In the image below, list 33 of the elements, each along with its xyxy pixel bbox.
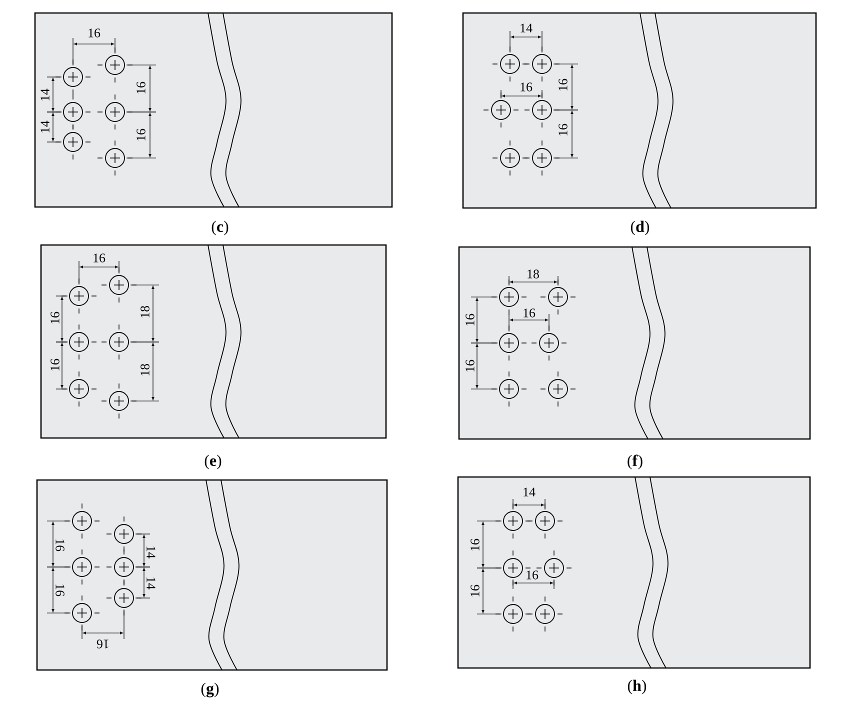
dimension-label: 14 [40,120,50,132]
dimension-label: 14 [146,546,156,558]
dimension-label: 16 [470,584,480,596]
panel-caption: (c) [212,220,228,236]
dimension-label: 16 [526,570,538,580]
dimension-label: 16 [56,540,64,552]
dimension-label: 16 [520,82,532,92]
dimension-label: 16 [94,254,106,262]
dimension-label: 16 [50,358,60,370]
panel-caption: (f) [628,454,642,470]
dimension-label: 16 [136,82,146,94]
dimension-label: 18 [528,270,540,278]
dimension-label: 16 [56,584,64,596]
dimension-label: 14 [520,24,532,32]
dimension-label: 16 [88,28,100,38]
panel-caption: (e) [204,454,222,470]
panel-caption: (g) [201,682,219,698]
panel-caption: (d) [630,220,650,236]
dimension-label: 14 [146,578,156,590]
dimension-label: 16 [50,312,60,324]
dimension-label: 16 [558,124,568,136]
dimension-label: 16 [470,538,480,550]
dimension-label: 18 [140,364,150,376]
dimension-label: 16 [558,78,568,90]
dimension-label: 14 [524,488,536,496]
dimension-label: 16 [524,308,536,318]
dimension-label: 16 [466,360,474,372]
dimension-label: 16 [466,314,474,326]
dimension-label: 16 [136,128,146,140]
panel-caption: (h) [628,680,646,694]
dimension-label: 18 [140,306,150,318]
dimension-label: 16 [96,640,108,648]
dimension-label: 14 [40,88,50,100]
